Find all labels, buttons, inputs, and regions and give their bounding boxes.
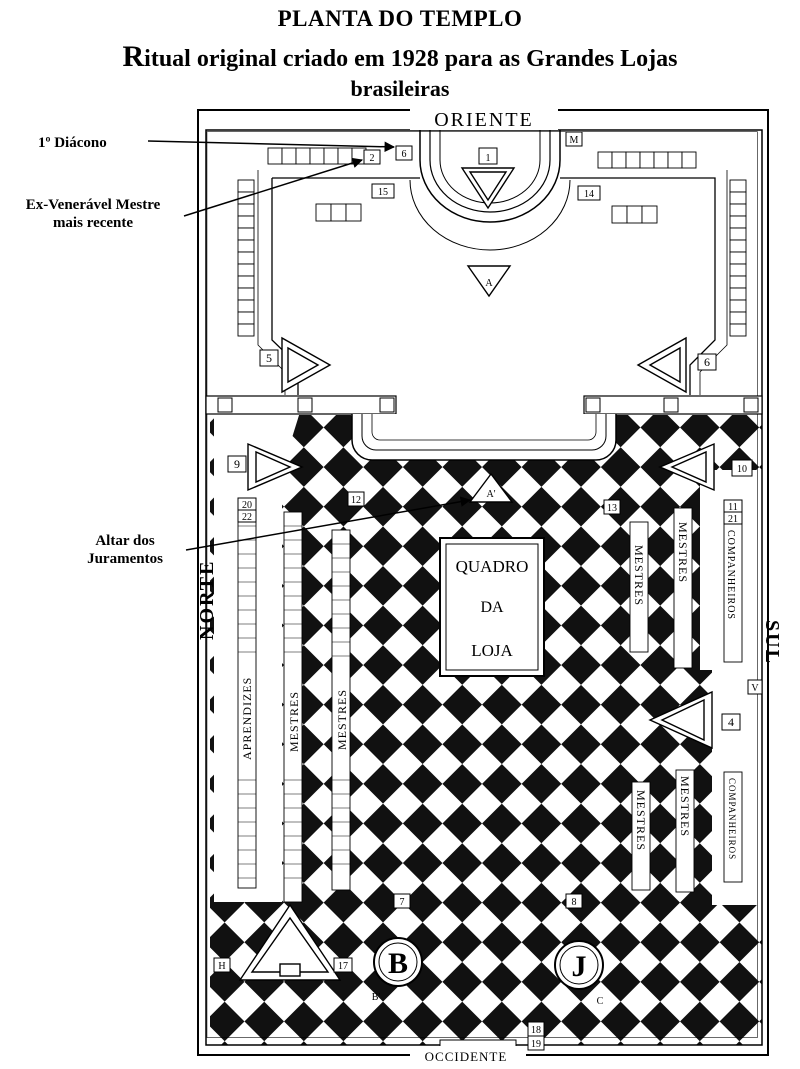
arrow-ex-master (183, 157, 364, 217)
board-line3: LOJA (471, 641, 513, 660)
west-triangle (238, 903, 342, 981)
marker-8: 8 (572, 897, 577, 908)
column-j (554, 940, 604, 990)
marker-14: 14 (584, 189, 594, 200)
north-benches (237, 497, 351, 903)
board-line1: QUADRO (456, 557, 529, 576)
direction-sul: SUL (761, 620, 783, 665)
annotation-altar-line1: Altar dos (95, 533, 155, 549)
altar-juramentos-triangle (468, 472, 514, 503)
throne-arc (419, 130, 561, 223)
marker-2: 2 (370, 153, 375, 164)
marker-11: 11 (728, 502, 738, 513)
arrow-deacon (147, 140, 396, 153)
arrow-altar (185, 496, 472, 551)
label-companheiros-1: COMPANHEIROS (725, 530, 736, 620)
label-mestres-north-2: MESTRES (335, 689, 349, 750)
marker-a-prime: A' (486, 489, 495, 500)
direction-norte: NORTE (196, 560, 218, 640)
marker-v: V (751, 683, 759, 694)
marker-6-east: 6 (402, 149, 407, 160)
marker-c: C (597, 996, 604, 1007)
marker-h: H (218, 961, 225, 972)
marker-21: 21 (728, 514, 738, 525)
marker-9: 9 (234, 457, 240, 471)
marker-10: 10 (737, 464, 747, 475)
marker-a: A (485, 278, 493, 289)
marker-m: M (570, 135, 579, 146)
marker-22: 22 (242, 512, 252, 523)
marker-20: 20 (242, 500, 252, 511)
annotation-altar: Altar dos Juramentos (60, 532, 190, 568)
venerable-master-triangle (460, 167, 516, 210)
marker-b-prime: B' (372, 992, 381, 1003)
column-b (373, 937, 423, 987)
marker-13: 13 (607, 503, 617, 514)
marker-1: 1 (486, 153, 491, 164)
annotation-ex-master-line2: mais recente (52, 215, 134, 231)
label-mestres-south-1: MESTRES (632, 545, 646, 606)
altar-triangle-a (466, 265, 512, 298)
marker-12: 12 (351, 495, 361, 506)
east-benches (267, 147, 697, 224)
subtitle-text: itual original criado em 1928 para as Gr… (144, 46, 678, 72)
marker-5: 5 (266, 351, 272, 365)
annotation-altar-line2: Juramentos (87, 551, 163, 567)
marker-4: 4 (728, 715, 734, 729)
board-line2: DA (480, 599, 504, 616)
marker-15: 15 (378, 187, 388, 198)
marker-6: 6 (704, 355, 710, 369)
marker-17: 17 (338, 961, 348, 972)
quadro-da-loja (439, 537, 545, 677)
column-b-label: B (388, 947, 408, 980)
annotation-ex-master: Ex-Venerável Mestre mais recente (0, 196, 186, 232)
label-aprendizes: APRENDIZES (240, 677, 254, 760)
label-mestres-south-3: MESTRES (634, 790, 648, 851)
direction-occidente: OCCIDENTE (425, 1049, 508, 1064)
label-mestres-south-2: MESTRES (676, 522, 690, 583)
subtitle: Ritual original criado em 1928 para as G… (0, 40, 800, 74)
label-mestres-south-4: MESTRES (678, 776, 692, 837)
marker-18: 18 (531, 1025, 541, 1036)
page-title: PLANTA DO TEMPLO (277, 6, 523, 31)
direction-oriente: ORIENTE (434, 109, 534, 131)
station-9-triangle (247, 442, 304, 492)
label-companheiros-2: COMPANHEIROS (727, 778, 737, 860)
station-4-triangle (648, 690, 713, 750)
marker-19: 19 (531, 1039, 541, 1050)
marker-7: 7 (400, 897, 405, 908)
subtitle-initial: R (122, 40, 145, 73)
station-10-triangle (658, 442, 715, 492)
annotation-ex-master-line1: Ex-Venerável Mestre (25, 197, 161, 213)
label-mestres-north-1: MESTRES (287, 691, 301, 752)
south-benches (629, 499, 743, 893)
subtitle-line2: brasileiras (350, 76, 450, 101)
oriente-steps (351, 414, 617, 461)
annotation-deacon: 1º Diácono (38, 135, 107, 151)
column-j-label: J (572, 950, 587, 983)
